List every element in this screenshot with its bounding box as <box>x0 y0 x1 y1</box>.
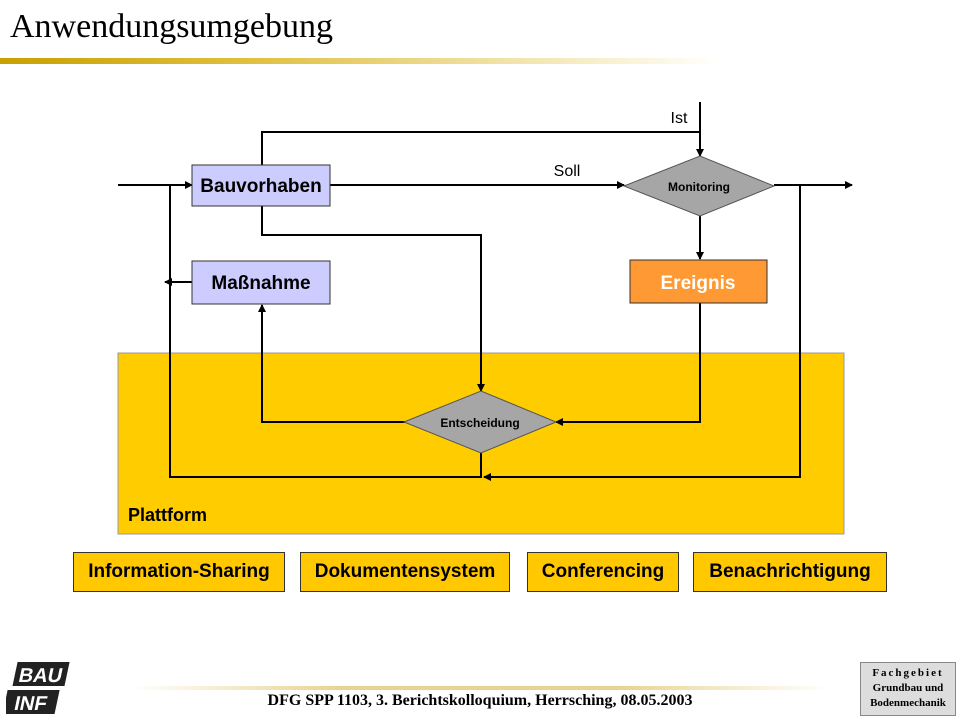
ereignis-label: Ereignis <box>661 273 736 294</box>
footer-text: DFG SPP 1103, 3. Berichtskolloquium, Her… <box>267 692 693 709</box>
logo-line-1: Fachgebiet <box>872 667 944 679</box>
svg-text:BAU: BAU <box>17 665 65 687</box>
ist-label: Ist <box>671 110 688 127</box>
module-information-sharing: Information-Sharing <box>73 552 285 592</box>
feedback-right <box>483 185 801 481</box>
entscheidung-diamond <box>402 390 558 454</box>
bauvorhaben-label: Bauvorhaben <box>200 176 321 197</box>
module-conferencing: Conferencing <box>527 552 679 592</box>
massnahme-box <box>191 260 331 305</box>
monitoring-diamond <box>622 155 776 217</box>
monitoring-label: Monitoring <box>668 180 730 194</box>
entscheidung-label: Entscheidung <box>440 416 519 430</box>
bauvorhaben-box <box>191 164 331 207</box>
massnahme-label: Maßnahme <box>211 273 310 294</box>
title-underline <box>0 58 720 64</box>
module-benachrichtigung: Benachrichtigung <box>693 552 887 592</box>
bau-inf-logo: BAU INF <box>6 662 70 715</box>
soll-label: Soll <box>554 163 581 180</box>
logo-line-2: Grundbau und <box>872 682 944 694</box>
footer-line <box>130 686 830 690</box>
slide-title: Anwendungsumgebung <box>10 8 333 45</box>
ist-arrow <box>261 131 704 165</box>
feedback-left <box>169 185 482 478</box>
fachgebiet-logo: Fachgebiet Grundbau und Bodenmechanik <box>860 662 956 716</box>
logo-line-3: Bodenmechanik <box>870 697 946 709</box>
module-dokumentensystem: Dokumentensystem <box>300 552 510 592</box>
platform-label: Plattform <box>128 505 208 525</box>
svg-text:INF: INF <box>12 693 49 715</box>
ereignis-box <box>629 259 768 304</box>
entscheidung-to-massnahme <box>258 304 406 423</box>
ereignis-to-entscheidung <box>555 303 701 426</box>
bauvorhaben-to-entscheidung <box>261 205 485 392</box>
